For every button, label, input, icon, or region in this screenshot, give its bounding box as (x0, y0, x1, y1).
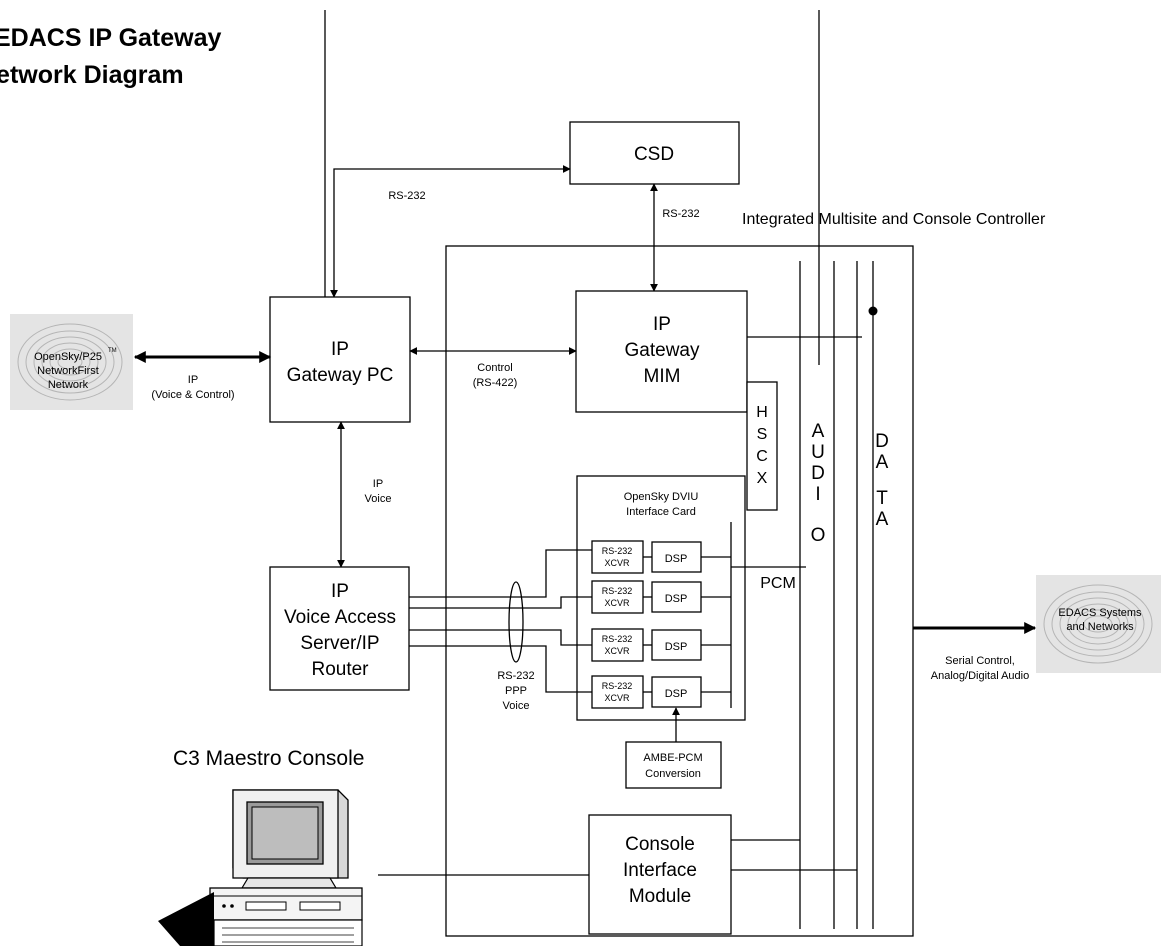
xcvr-box (591, 540, 644, 574)
xcvr-line1: RS-232 (602, 586, 633, 596)
gateway-pc-line2: Gateway PC (287, 365, 394, 386)
ip-voice-control-line1: IP (188, 374, 198, 386)
hscx-letter-x: X (757, 470, 768, 487)
audio-letter-d: D (811, 463, 825, 484)
rs232-ppp-line2: PPP (505, 685, 527, 697)
audio-bus-label: A U D I O (811, 421, 826, 546)
serial-control-line2: Analog/Digital Audio (931, 670, 1029, 682)
gateway-mim-line2: Gateway (625, 340, 700, 361)
control-label-line2: (RS-422) (473, 377, 518, 389)
rs232-csd-label: RS-232 (662, 208, 699, 220)
audio-letter-o: O (811, 525, 826, 546)
xcvr-line2: XCVR (604, 693, 630, 703)
audio-letter-i: I (815, 484, 820, 505)
data-letter-a2: A (876, 509, 889, 530)
maestro-console-label: C3 Maestro Console (173, 747, 364, 770)
edacs-cloud-line2: and Networks (1066, 621, 1134, 633)
computer-icon (158, 789, 363, 946)
dsp-box (651, 629, 702, 661)
dsp-label: DSP (665, 553, 688, 565)
rs232-top-label: RS-232 (388, 190, 425, 202)
channel-row-4: RS-232 XCVR DSP (591, 675, 731, 709)
csd-label: CSD (634, 144, 674, 165)
console-interface-module-box (588, 814, 732, 935)
data-letter-a1: A (876, 452, 889, 473)
gateway-mim-line3: MIM (644, 366, 681, 387)
edacs-cloud-line1: EDACS Systems (1058, 607, 1142, 619)
rs232-ppp-line1: RS-232 (497, 670, 534, 682)
dsp-label: DSP (665, 593, 688, 605)
control-label-line1: Control (477, 362, 512, 374)
ip-voice-control-line2: (Voice & Control) (151, 389, 234, 401)
channel-row-1: RS-232 XCVR DSP (591, 540, 731, 574)
data-bus-junction (868, 306, 878, 316)
audio-letter-u: U (811, 442, 825, 463)
ip-voice-line2: Voice (365, 493, 392, 505)
ambe-pcm-line1: AMBE-PCM (643, 752, 702, 764)
voice-access-line4: Router (311, 659, 369, 680)
xcvr-line1: RS-232 (602, 546, 633, 556)
controller-label: Integrated Multisite and Console Control… (742, 211, 1046, 228)
opensky-cloud-line1: OpenSky/P25 (34, 351, 102, 363)
cim-line1: Console (625, 834, 695, 855)
rs232-ppp-line3: Voice (503, 700, 530, 712)
xcvr-line2: XCVR (604, 558, 630, 568)
cim-line3: Module (629, 886, 691, 907)
ambe-pcm-box (625, 741, 722, 789)
dsp-label: DSP (665, 688, 688, 700)
opensky-network-cloud: OpenSky/P25 TM NetworkFirst Network (10, 314, 133, 410)
voice-access-line1: IP (331, 581, 349, 602)
xcvr-line2: XCVR (604, 598, 630, 608)
diagram-title-line1: EDACS IP Gateway (0, 24, 222, 52)
controller-box (445, 245, 914, 937)
opensky-cloud-line3: Network (48, 379, 89, 391)
voice-access-line3: Server/IP (300, 633, 379, 654)
channel-row-2: RS-232 XCVR DSP (591, 580, 731, 614)
hscx-letter-s: S (757, 426, 768, 443)
dsp-box (651, 541, 702, 573)
xcvr-line2: XCVR (604, 646, 630, 656)
gateway-pc-line1: IP (331, 339, 349, 360)
serial-control-line1: Serial Control, (945, 655, 1015, 667)
rs232-pc-csd-link (330, 165, 571, 298)
dviu-card-box (576, 475, 746, 721)
dviu-label-line2: Interface Card (626, 506, 696, 518)
ambe-pcm-line2: Conversion (645, 768, 701, 780)
gateway-mim-box (575, 290, 748, 413)
voice-access-line2: Voice Access (284, 607, 396, 628)
gateway-mim-line1: IP (653, 314, 671, 335)
xcvr-box (591, 628, 644, 662)
dviu-label-line1: OpenSky DVIU (624, 491, 699, 503)
rs232-ppp-links (409, 549, 592, 693)
data-bus-label: D A T A (875, 431, 889, 530)
opensky-trademark: TM (108, 348, 117, 354)
csd-box (569, 121, 740, 185)
dsp-label: DSP (665, 641, 688, 653)
audio-letter-a: A (812, 421, 825, 442)
data-letter-d: D (875, 431, 889, 452)
xcvr-box (591, 675, 644, 709)
xcvr-line1: RS-232 (602, 634, 633, 644)
diagram-title-line2: Network Diagram (0, 61, 184, 89)
ip-voice-line1: IP (373, 478, 383, 490)
channel-row-3: RS-232 XCVR DSP (591, 628, 731, 662)
hscx-letter-c: C (756, 448, 768, 465)
cable-bundle-ellipse (508, 581, 524, 663)
opensky-cloud-line2: NetworkFirst (37, 365, 99, 377)
hscx-letter-h: H (756, 404, 768, 421)
xcvr-line1: RS-232 (602, 681, 633, 691)
cim-line2: Interface (623, 860, 697, 881)
voice-access-box (269, 566, 410, 691)
edacs-network-cloud: EDACS Systems and Networks (1036, 575, 1161, 673)
hscx-box (746, 381, 778, 511)
dsp-box (651, 676, 702, 708)
pcm-label: PCM (760, 575, 796, 592)
data-letter-t: T (876, 488, 888, 509)
